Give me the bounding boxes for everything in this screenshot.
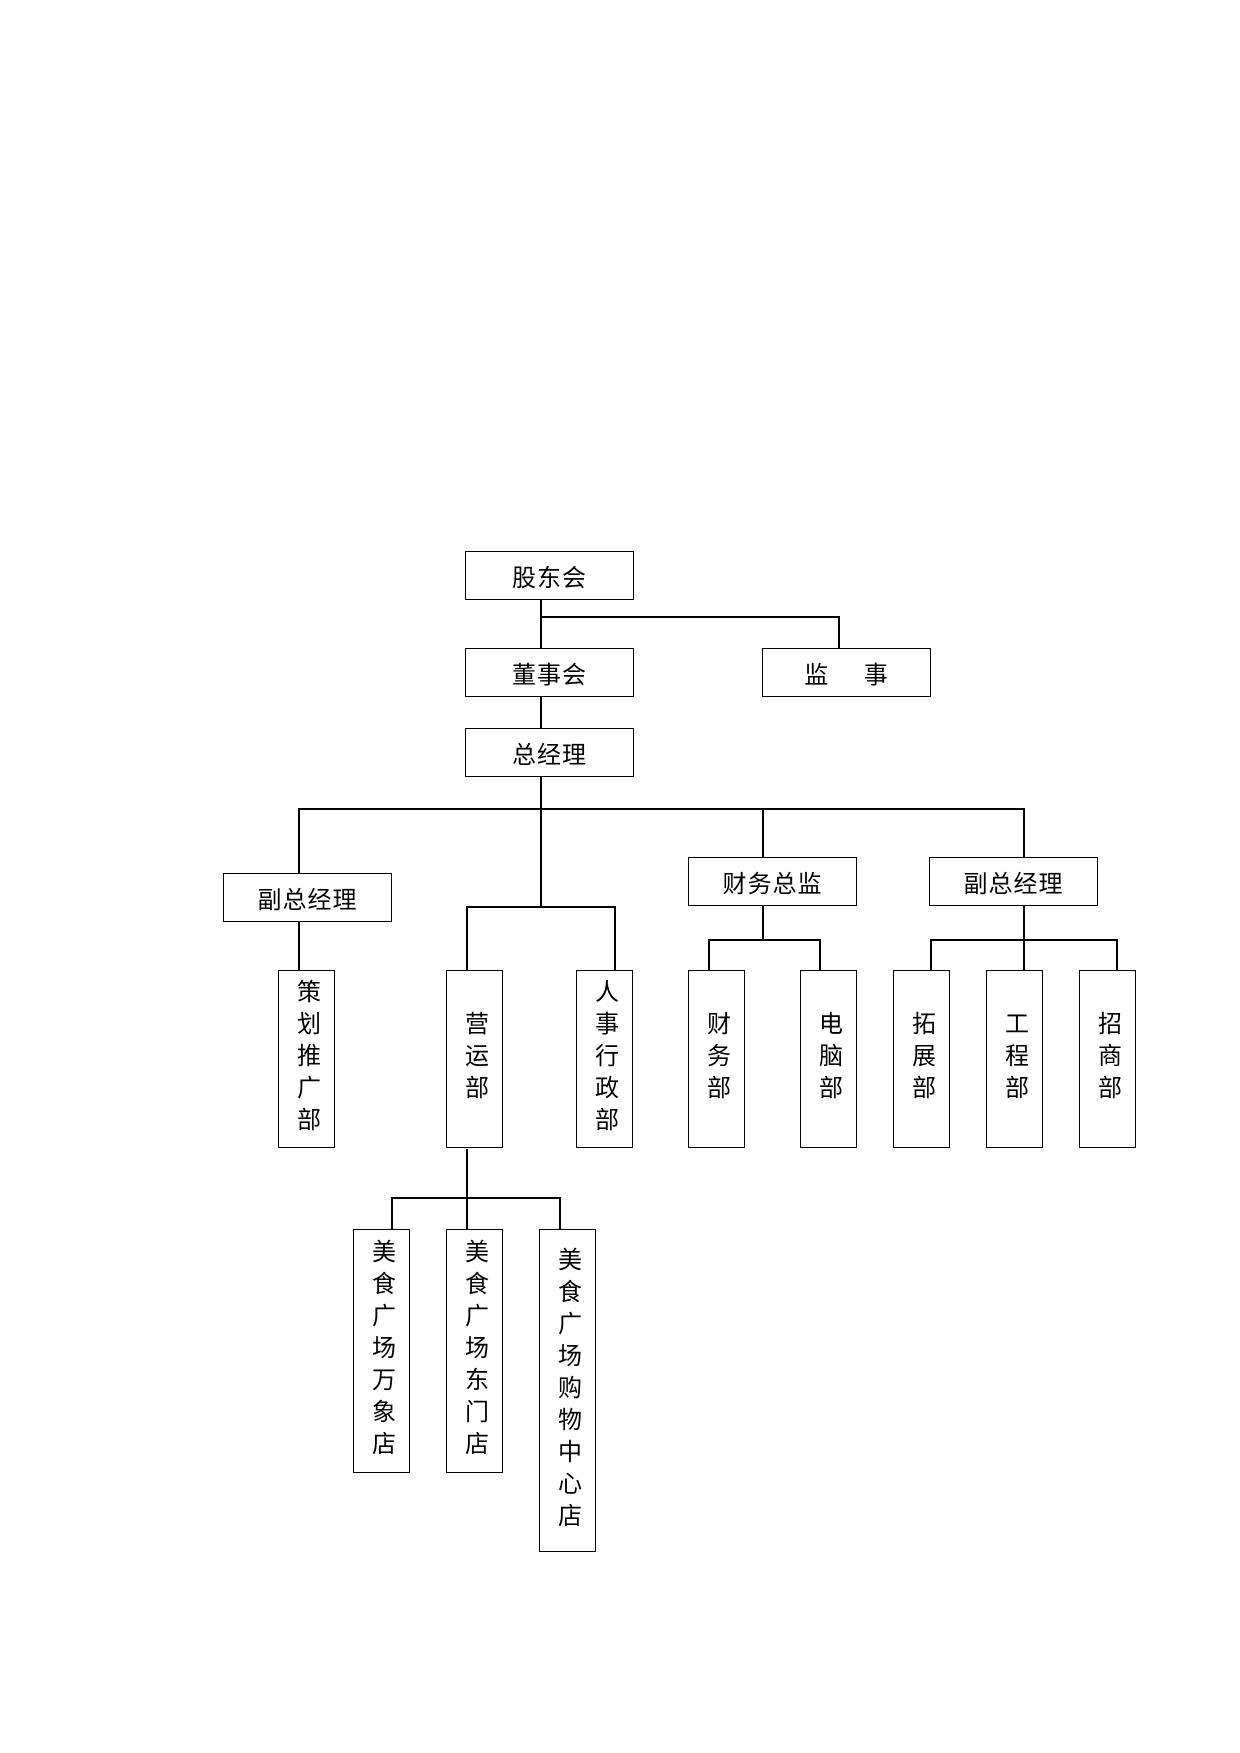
shareholders-box: 股东会 xyxy=(465,551,634,600)
planning-promotion-label: 策划推广部 xyxy=(292,979,321,1139)
expansion-label: 拓展部 xyxy=(907,1011,936,1107)
leasing-box: 招商部 xyxy=(1079,970,1136,1148)
connector xyxy=(540,616,840,618)
it-dept-box: 电脑部 xyxy=(800,970,857,1148)
connector xyxy=(298,922,300,972)
supervisor-box: 监 事 xyxy=(762,648,931,697)
supervisor-label: 监 事 xyxy=(804,661,889,689)
connector xyxy=(762,906,764,940)
connector xyxy=(391,1197,561,1199)
board-label: 董事会 xyxy=(512,661,587,689)
connector xyxy=(540,600,542,649)
connector xyxy=(540,696,542,729)
connector xyxy=(391,1197,393,1230)
food-court-wanxiang-box: 美食广场万象店 xyxy=(353,1229,410,1473)
expansion-box: 拓展部 xyxy=(893,970,950,1148)
connector xyxy=(466,1149,468,1230)
operations-box: 营运部 xyxy=(446,970,503,1148)
connector xyxy=(298,808,300,874)
general-manager-label: 总经理 xyxy=(512,741,587,769)
connector xyxy=(614,906,616,972)
connector xyxy=(466,906,616,908)
deputy-gm-right-label: 副总经理 xyxy=(963,870,1064,898)
food-court-dongmen-label: 美食广场东门店 xyxy=(460,1239,489,1463)
connector xyxy=(298,808,1025,810)
food-court-dongmen-box: 美食广场东门店 xyxy=(446,1229,503,1473)
engineering-label: 工程部 xyxy=(1000,1011,1029,1107)
planning-promotion-box: 策划推广部 xyxy=(278,970,335,1148)
shareholders-label: 股东会 xyxy=(512,564,587,592)
connector xyxy=(708,939,710,972)
board-box: 董事会 xyxy=(465,648,634,697)
connector xyxy=(930,939,1118,941)
finance-dept-box: 财务部 xyxy=(688,970,745,1148)
finance-director-box: 财务总监 xyxy=(688,857,857,906)
finance-dept-label: 财务部 xyxy=(702,1011,731,1107)
engineering-box: 工程部 xyxy=(986,970,1043,1148)
connector xyxy=(466,906,468,972)
finance-director-label: 财务总监 xyxy=(722,870,823,898)
food-court-mall-label: 美食广场购物中心店 xyxy=(553,1246,582,1535)
connector xyxy=(559,1197,561,1230)
food-court-wanxiang-label: 美食广场万象店 xyxy=(367,1239,396,1463)
hr-admin-box: 人事行政部 xyxy=(576,970,633,1148)
connector xyxy=(762,808,764,858)
food-court-mall-box: 美食广场购物中心店 xyxy=(539,1229,596,1552)
it-dept-label: 电脑部 xyxy=(814,1011,843,1107)
general-manager-box: 总经理 xyxy=(465,728,634,777)
operations-label: 营运部 xyxy=(460,1011,489,1107)
connector xyxy=(708,939,821,941)
connector xyxy=(838,616,840,649)
connector xyxy=(930,939,932,972)
connector xyxy=(540,776,542,907)
leasing-label: 招商部 xyxy=(1093,1011,1122,1107)
connector xyxy=(819,939,821,972)
connector xyxy=(1116,939,1118,972)
deputy-gm-left-label: 副总经理 xyxy=(257,886,358,914)
hr-admin-label: 人事行政部 xyxy=(590,979,619,1139)
connector xyxy=(1023,808,1025,858)
deputy-gm-left-box: 副总经理 xyxy=(223,873,392,922)
deputy-gm-right-box: 副总经理 xyxy=(929,857,1098,906)
